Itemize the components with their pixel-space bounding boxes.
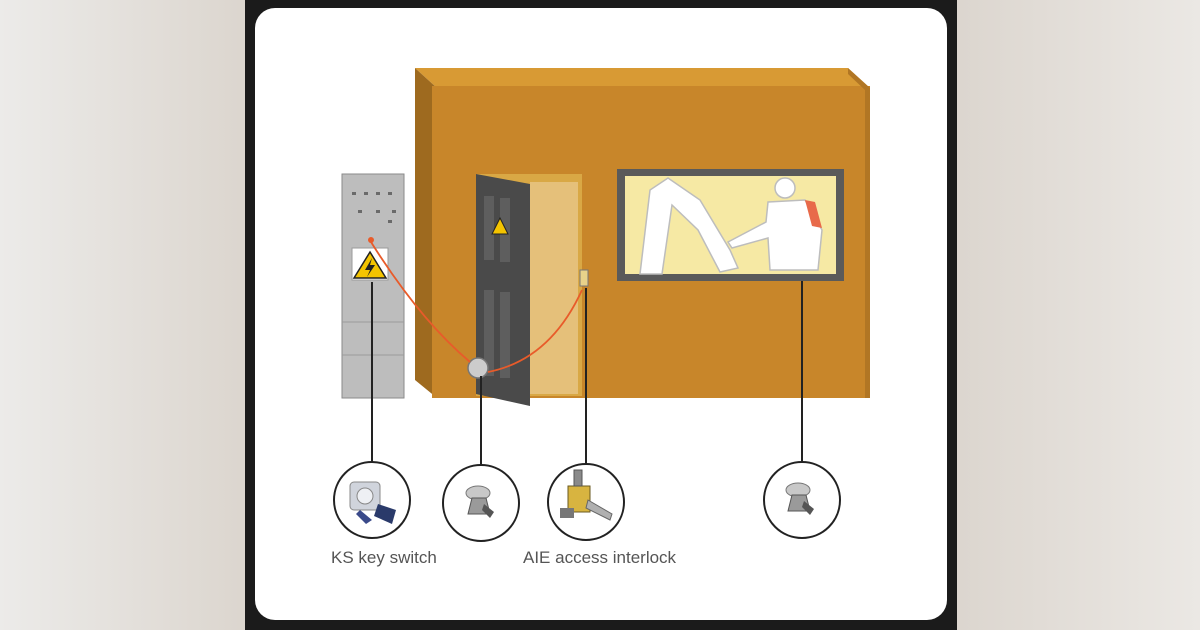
enclosure-door — [467, 174, 530, 406]
access-interlock-icon — [560, 469, 613, 521]
door-switch-callout — [442, 464, 520, 542]
access-interlock-callout — [547, 463, 625, 541]
door-warning-icon — [491, 216, 509, 235]
enclosure-right-edge — [848, 68, 870, 398]
door-frame-interlock — [579, 269, 589, 287]
window-switch-icon — [785, 482, 814, 515]
operator-head — [774, 177, 796, 199]
interlock-cables — [370, 241, 583, 373]
cabinet-indicators — [352, 192, 396, 223]
observation-window — [617, 169, 844, 281]
doorway-inner — [530, 182, 578, 394]
access-interlock-caption: AIE access interlock — [523, 548, 677, 567]
window-switch-callout — [763, 461, 841, 539]
leader-lines — [371, 281, 803, 478]
robot-arm — [639, 177, 740, 275]
high-voltage-warning-icon — [351, 247, 389, 281]
operator-shoulder — [805, 200, 822, 228]
cabinet-key-point — [368, 237, 374, 243]
enclosure-front — [415, 68, 437, 398]
door-switch-icon — [465, 485, 494, 518]
key-switch-caption: KS key switch — [331, 548, 437, 567]
enclosure-top — [415, 68, 870, 88]
key-switch-icon — [349, 481, 396, 524]
key-switch-callout — [333, 461, 411, 539]
door-switch-mount — [467, 357, 489, 379]
